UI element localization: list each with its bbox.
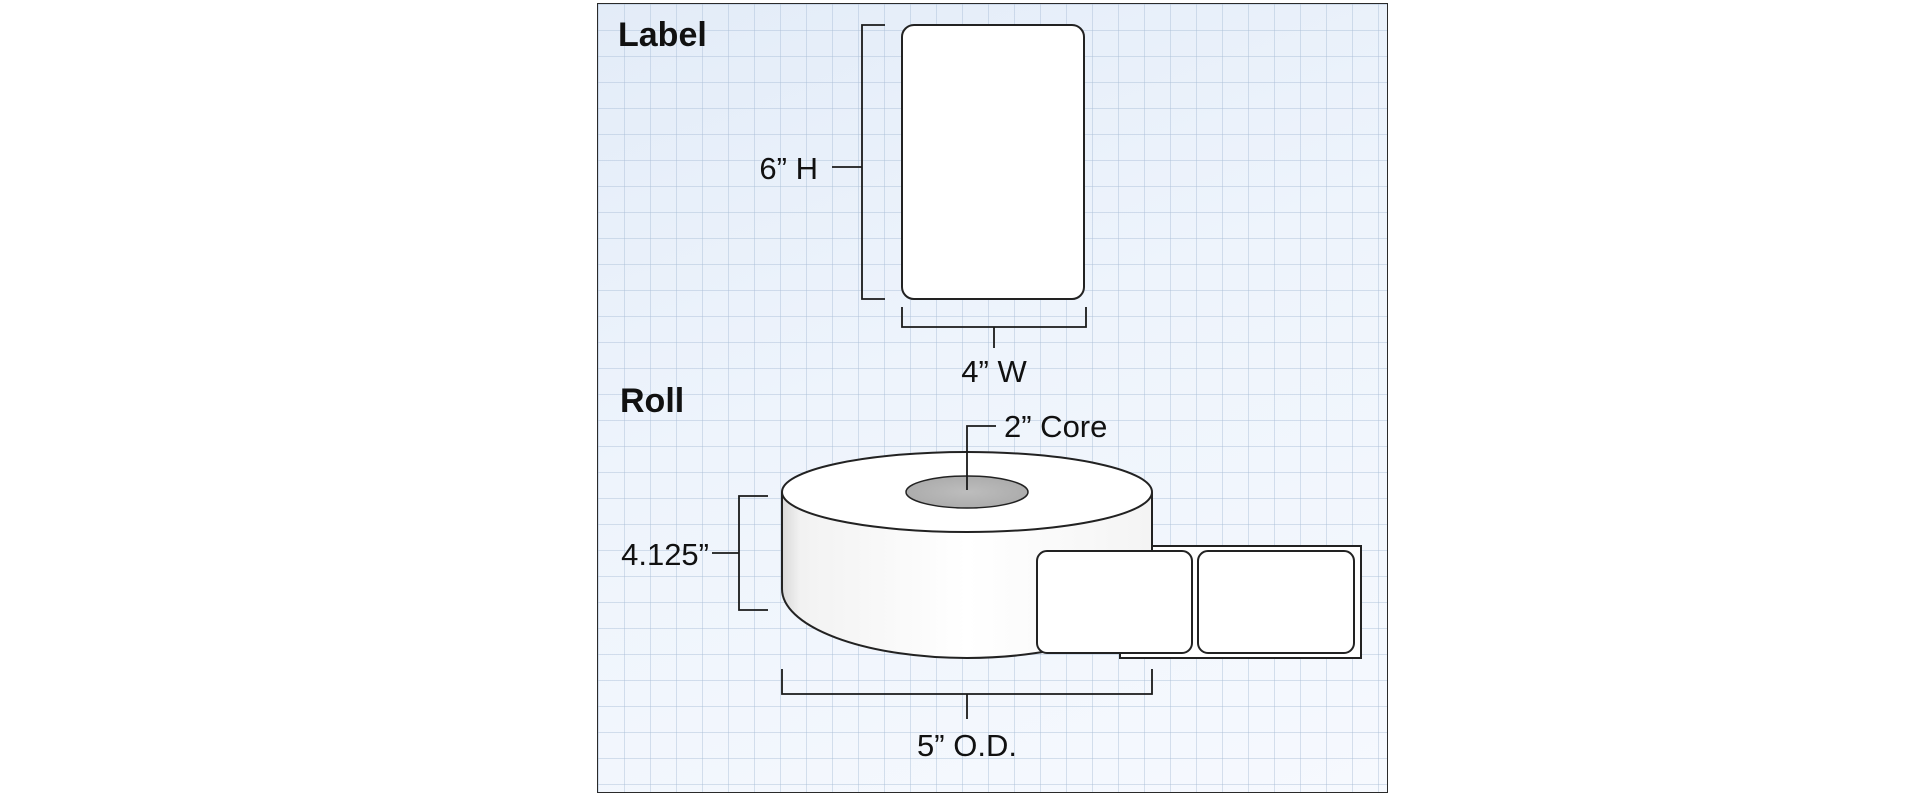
roll-width-text: 4.125” bbox=[621, 537, 709, 572]
label-height-text: 6” H bbox=[759, 151, 818, 186]
roll-diameter-text: 5” O.D. bbox=[917, 728, 1017, 763]
core-text: 2” Core bbox=[1004, 409, 1107, 444]
label-sheet bbox=[901, 24, 1085, 300]
core-callout-line bbox=[966, 425, 996, 490]
label-width-text: 4” W bbox=[961, 354, 1027, 389]
roll-label-2 bbox=[1197, 550, 1355, 654]
roll-width-bracket bbox=[712, 495, 768, 611]
label-width-bracket bbox=[901, 307, 1087, 348]
label-section-title: Label bbox=[618, 16, 707, 54]
roll-section-title: Roll bbox=[620, 382, 684, 420]
roll-label-1 bbox=[1036, 550, 1193, 654]
label-height-bracket bbox=[832, 24, 885, 300]
roll-diameter-bracket bbox=[781, 669, 1153, 719]
